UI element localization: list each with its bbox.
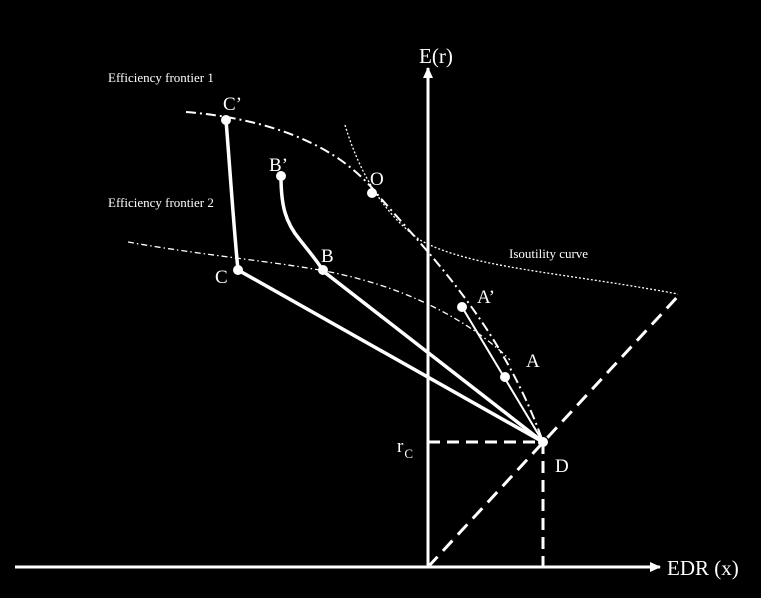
rate-label: rC xyxy=(397,436,413,461)
point-d-label: D xyxy=(555,456,569,477)
isoutility-label: Isoutility curve xyxy=(509,246,588,261)
point-b xyxy=(318,265,328,275)
diagonal-dashed-line xyxy=(426,292,682,569)
point-b-label: B xyxy=(321,246,334,267)
point-c xyxy=(233,265,243,275)
point-a-prime-label: A’ xyxy=(477,287,495,308)
isoutility-curve xyxy=(344,124,679,295)
point-o xyxy=(367,188,377,198)
c-path xyxy=(224,119,544,444)
efficiency-frontier-2-curve xyxy=(127,241,511,361)
y-axis-label: E(r) xyxy=(419,44,453,68)
point-a-prime xyxy=(457,302,467,312)
point-o-label: O xyxy=(370,169,384,190)
point-a-label: A xyxy=(526,351,540,372)
rate-label-base: r xyxy=(397,436,404,457)
point-c-label: C xyxy=(215,267,228,288)
point-a xyxy=(500,372,510,382)
x-axis-label: EDR (x) xyxy=(667,556,739,580)
rate-label-subscript: C xyxy=(404,446,413,461)
point-b-prime-label: B’ xyxy=(269,155,288,176)
point-c-prime xyxy=(221,115,231,125)
b-path xyxy=(279,175,545,444)
efficiency-frontier-1-curve xyxy=(185,111,544,443)
point-b-prime xyxy=(276,171,286,181)
frontier-2-label: Efficiency frontier 2 xyxy=(108,195,214,210)
frontier-1-label: Efficiency frontier 1 xyxy=(108,70,214,85)
point-d xyxy=(538,437,548,447)
point-c-prime-label: C’ xyxy=(223,94,242,115)
